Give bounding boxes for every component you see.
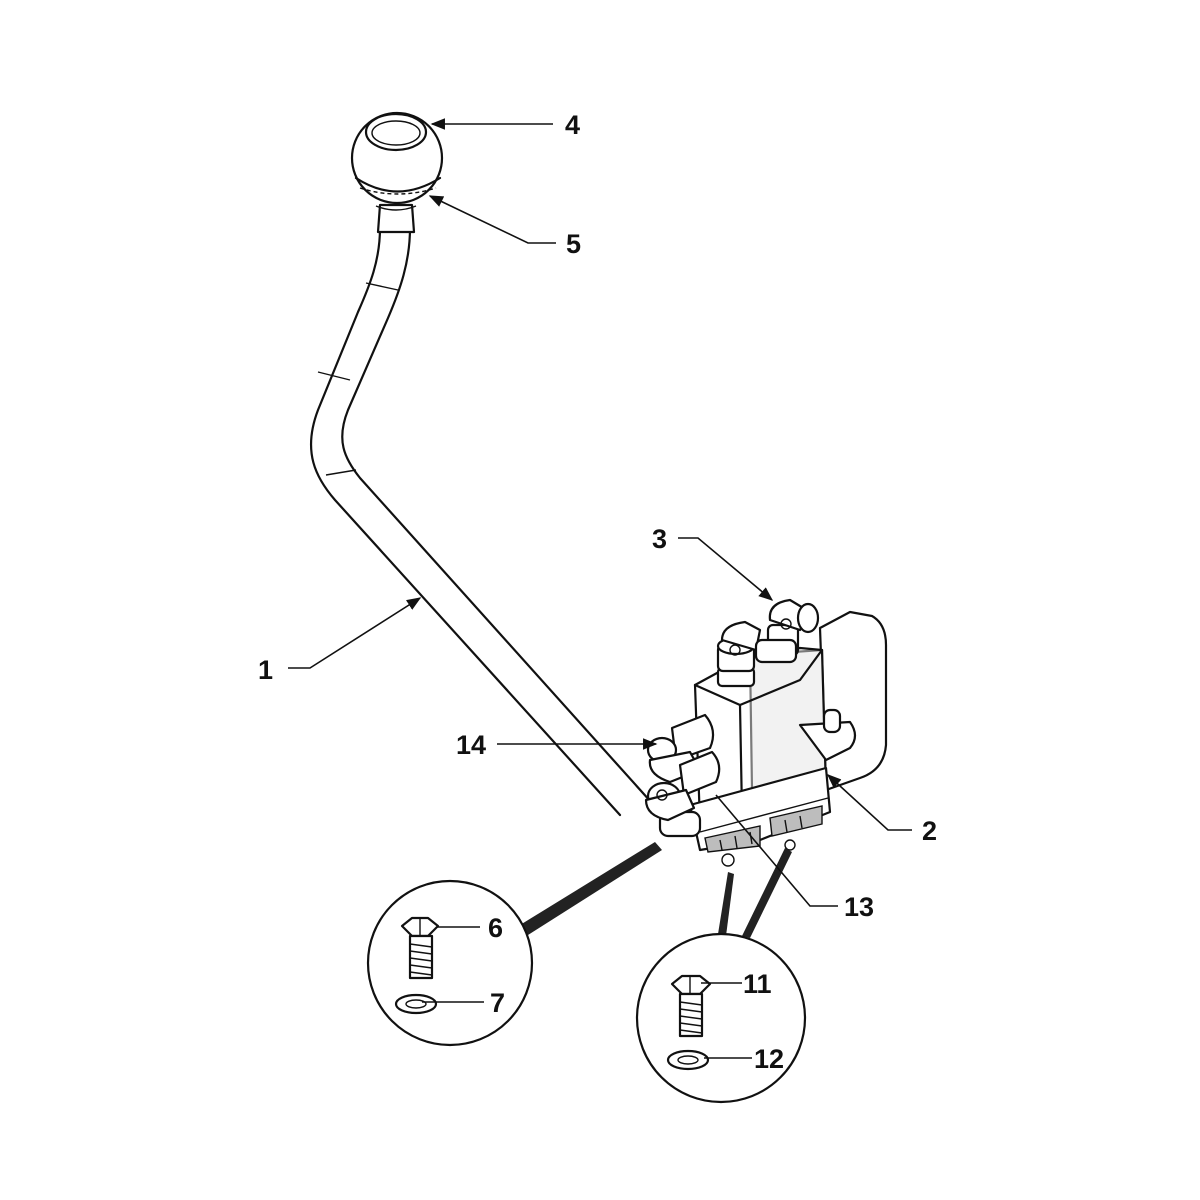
detail-wedge-left — [520, 842, 662, 935]
callout-7: 7 — [490, 988, 505, 1018]
detail-circle-bolt-washer-a — [366, 879, 534, 1047]
callout-4: 4 — [565, 110, 580, 140]
callout-labels: 4 5 3 1 14 2 13 6 7 11 12 — [258, 110, 937, 1074]
detail-wedge-right-a — [718, 872, 734, 936]
callout-13: 13 — [844, 892, 874, 922]
lever-rod — [309, 226, 662, 817]
lever-knob — [350, 111, 444, 234]
callout-5: 5 — [566, 229, 581, 259]
callout-12: 12 — [754, 1044, 784, 1074]
callout-14: 14 — [456, 730, 486, 760]
side-fittings — [644, 713, 721, 822]
valve-body — [658, 610, 888, 867]
leader-lines — [288, 118, 912, 1059]
callout-2: 2 — [922, 816, 937, 846]
callout-3: 3 — [652, 524, 667, 554]
callout-1: 1 — [258, 655, 273, 685]
detail-circle-bolt-washer-b — [635, 932, 807, 1104]
callout-6: 6 — [488, 913, 503, 943]
detail-wedge-right-b — [742, 848, 792, 938]
elbow-fittings-top — [716, 598, 820, 688]
callout-11: 11 — [743, 969, 772, 999]
